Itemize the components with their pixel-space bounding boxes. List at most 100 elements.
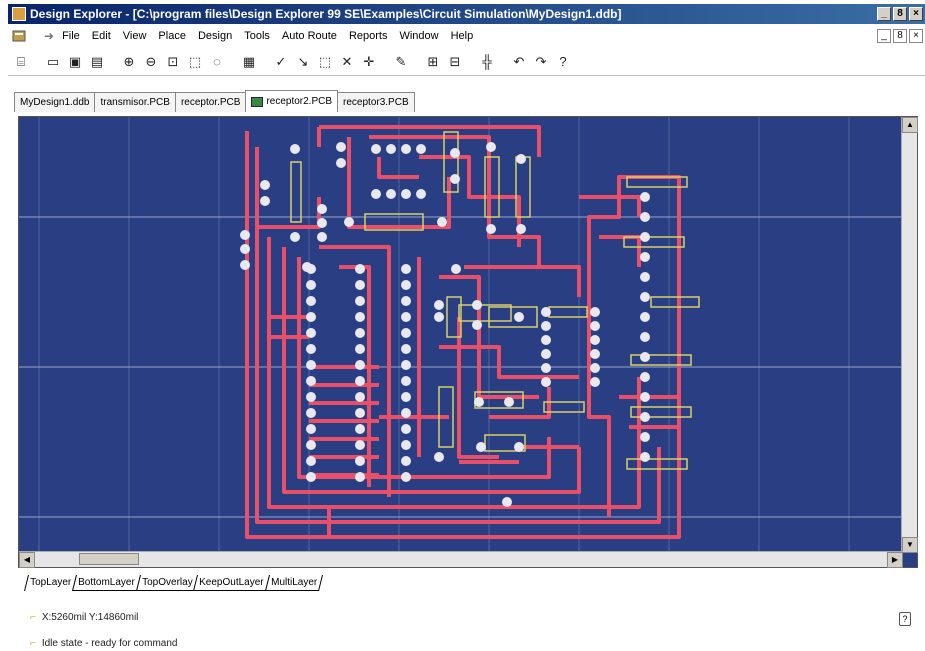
layer-tab-topoverlay[interactable]: TopOverlay [135,575,199,591]
zoom-select-icon[interactable]: ◌ [213,54,221,69]
wire-icon[interactable]: ✓ [275,53,287,69]
pad [541,307,551,317]
component-outline [438,386,454,448]
tab-label: receptor2.PCB [266,95,333,107]
menu-help[interactable]: Help [450,30,474,42]
zoom-out-icon[interactable]: ⊖ [145,53,157,69]
library-icon[interactable]: ⊞ [427,53,439,69]
cross-probe-icon[interactable]: ╬ [482,54,492,69]
pad [434,300,444,310]
scroll-left-button[interactable]: ◀ [19,552,35,568]
browse-icon[interactable]: ⊟ [449,53,461,69]
close-button[interactable]: × [909,7,923,21]
track-icon[interactable]: ↘ [297,53,309,69]
undo-icon[interactable]: ↶ [513,53,525,69]
help-book-icon[interactable]: ? [899,612,911,626]
tab-receptor2[interactable]: receptor2.PCB [245,90,339,112]
copper-trace [579,195,641,217]
pad [541,349,551,359]
pencil-icon[interactable]: ✎ [395,53,407,69]
coordinate-status: ⌐ X:5260mil Y:14860mil [30,612,138,623]
pad [260,180,270,190]
pad [355,392,365,402]
tab-mydesign1[interactable]: MyDesign1.ddb [14,92,96,112]
doc-restore-button[interactable]: 8 [893,29,907,43]
pad [355,376,365,386]
tab-label: MyDesign1.ddb [20,96,90,108]
layer-tab-bottomlayer[interactable]: BottomLayer [72,575,141,591]
pad [640,372,650,382]
scroll-up-button[interactable]: ▲ [902,117,918,133]
pad [306,456,316,466]
scroll-thumb[interactable] [79,553,139,565]
maximize-button[interactable]: 8 [893,7,907,21]
doc-minimize-button[interactable]: _ [877,29,891,43]
move-icon[interactable]: ✛ [363,53,375,69]
menu-tools[interactable]: Tools [244,30,270,42]
layer-tab-toplayer[interactable]: TopLayer [24,575,78,591]
copper-trace [439,345,579,379]
scroll-right-button[interactable]: ▶ [887,552,903,568]
zoom-fit-icon[interactable]: ⊡ [167,53,179,69]
pad [306,264,316,274]
redo-icon[interactable]: ↷ [535,53,547,69]
menu-auto-route[interactable]: Auto Route [281,30,337,42]
layer-tab-multilayer[interactable]: MultiLayer [264,575,324,591]
scroll-down-button[interactable]: ▼ [902,537,918,553]
command-status: ⌐ Idle state - ready for command [30,638,177,649]
component-outline [543,401,585,413]
pad [386,189,396,199]
layer-tab-label: TopLayer [30,577,72,588]
zoom-area-icon[interactable]: ⬚ [188,53,202,69]
pad [306,328,316,338]
copper-trace [489,387,551,419]
zoom-in-icon[interactable]: ⊕ [123,53,135,69]
pad [355,280,365,290]
open-icon[interactable]: ▭ [46,53,60,69]
minimize-button[interactable]: _ [877,7,891,21]
pad [516,224,526,234]
menu-window[interactable]: Window [399,30,439,42]
document-icon[interactable] [12,29,28,43]
menu-view[interactable]: View [122,30,147,42]
pad [401,189,411,199]
doc-close-button[interactable]: × [909,29,923,43]
pad [434,452,444,462]
deselect-icon[interactable]: ✕ [341,53,353,69]
print-icon[interactable]: ▤ [90,53,104,69]
horizontal-scrollbar[interactable]: ◀ ▶ [19,551,903,568]
component-outline [290,161,302,223]
menu-file[interactable]: File [62,30,80,42]
layer-tab-keepoutlayer[interactable]: KeepOutLayer [193,575,270,591]
menu-design[interactable]: Design [197,30,233,42]
tab-transmisor[interactable]: transmisor.PCB [94,92,176,112]
pad [450,174,460,184]
design-manager-icon[interactable]: ⌸ [17,53,25,69]
pad [355,440,365,450]
pad [306,424,316,434]
save-icon[interactable]: ▣ [68,53,82,69]
pad [516,154,526,164]
vertical-scrollbar[interactable]: ▲ ▼ [901,117,918,553]
tab-receptor3[interactable]: receptor3.PCB [337,92,415,112]
pcb-board[interactable] [19,117,903,553]
pad [640,452,650,462]
component-icon[interactable]: ▦ [242,53,256,69]
pad [590,363,600,373]
copper-trace [282,247,581,494]
component-outline [630,354,692,366]
help-icon[interactable]: ? [559,54,567,69]
window-title: Design Explorer - [C:\program files\Desi… [30,7,622,21]
tab-receptor[interactable]: receptor.PCB [174,92,247,112]
pcb-editor-canvas[interactable]: ▲ ▼ ◀ ▶ [18,116,918,568]
pad [401,296,411,306]
menu-edit[interactable]: Edit [91,30,111,42]
copper-trace [297,257,551,479]
select-area-icon[interactable]: ⬚ [318,53,332,69]
pad [640,292,650,302]
back-arrow-icon[interactable]: ➜ [44,29,55,43]
menu-reports[interactable]: Reports [348,30,388,42]
menu-place[interactable]: Place [158,30,186,42]
pad [504,397,514,407]
pad [371,144,381,154]
